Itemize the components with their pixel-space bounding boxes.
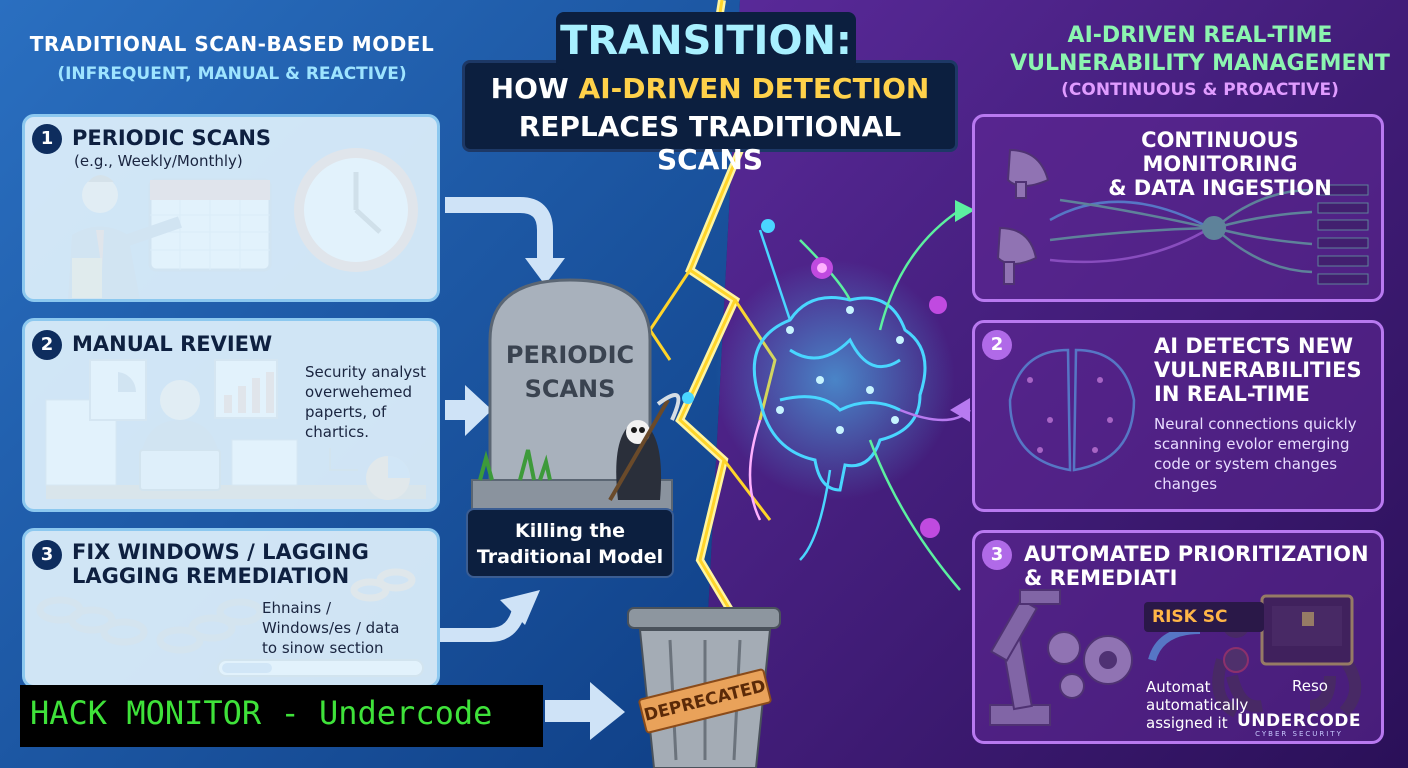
killing-line: Traditional Model	[476, 546, 664, 568]
center-title-line-1: HOW AI-DRIVEN DETECTION	[462, 72, 958, 105]
panel-title: AUTOMATED PRIORITIZATION & REMEDIATI	[1024, 542, 1369, 590]
tombstone-text: PERIODIC SCANS	[498, 338, 642, 406]
note-line: overwehemed	[305, 383, 413, 401]
note-line: changes	[1154, 475, 1218, 493]
note-line: Windows/es / data	[262, 619, 400, 637]
center-title: TRANSITION:	[556, 12, 856, 70]
hack-monitor-box	[20, 685, 543, 747]
panel-title: FIX WINDOWS / LAGGING LAGGING REMEDIATIO…	[72, 540, 369, 588]
panel-title: PERIODIC SCANS	[72, 126, 272, 150]
panel-title: AI DETECTS NEW VULNERABILITIES IN REAL-T…	[1154, 334, 1362, 406]
panel-periodic-scans	[22, 114, 440, 302]
note-line: Automat	[1146, 678, 1211, 696]
title-line: & DATA INGESTION	[1108, 176, 1332, 200]
note-line: scanning evolor emerging	[1154, 435, 1350, 453]
title-line: AI DETECTS NEW	[1154, 334, 1354, 358]
tombstone	[471, 278, 673, 511]
note-line: Security analyst	[305, 363, 426, 381]
step-badge: 3	[32, 540, 62, 570]
killing-label-box	[466, 508, 674, 578]
title-line: & REMEDIATI	[1024, 566, 1178, 590]
ai-brain	[752, 296, 927, 492]
note-line: to sinow section	[262, 639, 384, 657]
killing-line: Killing the	[514, 520, 625, 542]
title-line: IN REAL-TIME	[1154, 382, 1310, 406]
arrow-right-1	[445, 197, 553, 262]
left-column-subtitle: (INFREQUENT, MANUAL & REACTIVE)	[57, 64, 407, 84]
panel-note: (e.g., Weekly/Monthly)	[74, 152, 243, 170]
step-badge: 2	[982, 330, 1012, 360]
left-column-title: TRADITIONAL SCAN-BASED MODEL	[29, 32, 435, 56]
panel-note: Security analyst overwehemed paperts, of…	[305, 362, 426, 442]
panel-automated-prioritization	[972, 530, 1384, 744]
note-line: code or system changes	[1154, 455, 1338, 473]
resolved-label: Reso	[1292, 677, 1328, 695]
right-column-title: AI-DRIVEN REAL-TIME VULNERABILITY MANAGE…	[1000, 22, 1400, 78]
arrow-right-2	[445, 385, 492, 436]
panel-title: MANUAL REVIEW	[72, 332, 273, 356]
step-badge: 2	[32, 330, 62, 360]
panel-note: Ehnains / Windows/es / data to sinow sec…	[262, 598, 399, 658]
right-title-line: AI-DRIVEN REAL-TIME	[1067, 23, 1333, 48]
risk-score-label: RISK SC	[1144, 602, 1264, 632]
tombstone-line: SCANS	[524, 375, 616, 403]
panel-lagging-remediation	[22, 528, 440, 688]
panel-title: CONTINUOUS MONITORING & DATA INGESTION	[1060, 128, 1380, 200]
center-line1-highlight: AI-DRIVEN DETECTION	[578, 72, 930, 105]
step-badge: 3	[982, 540, 1012, 570]
hack-monitor-text: HACK MONITOR - Undercode	[30, 694, 493, 732]
note-line: paperts, of	[305, 403, 387, 421]
undercode-logo-subtext: CYBER SECURITY	[1255, 730, 1343, 738]
grim-reaper	[608, 393, 681, 502]
center-line1-prefix: HOW	[490, 72, 579, 105]
title-line: LAGGING REMEDIATION	[72, 564, 350, 588]
auto-note: Automat automatically assigned it	[1146, 678, 1248, 732]
panel-note: Neural connections quickly scanning evol…	[1154, 414, 1357, 494]
step-badge: 1	[32, 124, 62, 154]
panel-ai-detects	[972, 320, 1384, 512]
note-line: Neural connections quickly	[1154, 415, 1357, 433]
panel-manual-review	[22, 318, 440, 512]
center-title-box	[462, 60, 958, 152]
killing-label: Killing the Traditional Model	[466, 518, 674, 570]
right-column-subtitle: (CONTINUOUS & PROACTIVE)	[1061, 80, 1339, 100]
title-line: AUTOMATED PRIORITIZATION	[1024, 542, 1369, 566]
title-line: CONTINUOUS MONITORING	[1141, 128, 1299, 176]
panel-continuous-monitoring	[972, 114, 1384, 302]
note-line: Ehnains /	[262, 599, 331, 617]
center-title-line-2: REPLACES TRADITIONAL SCANS	[518, 110, 902, 176]
tombstone-line: PERIODIC	[505, 341, 635, 369]
title-line: VULNERABILITIES	[1154, 358, 1362, 382]
note-line: assigned it	[1146, 714, 1228, 732]
undercode-logo-text: UNDERCODE	[1237, 711, 1361, 731]
note-line: chartics.	[305, 423, 369, 441]
right-title-line: VULNERABILITY MANAGEMENT	[1010, 51, 1390, 76]
title-line: FIX WINDOWS / LAGGING	[72, 540, 369, 564]
note-line: automatically	[1146, 696, 1249, 714]
